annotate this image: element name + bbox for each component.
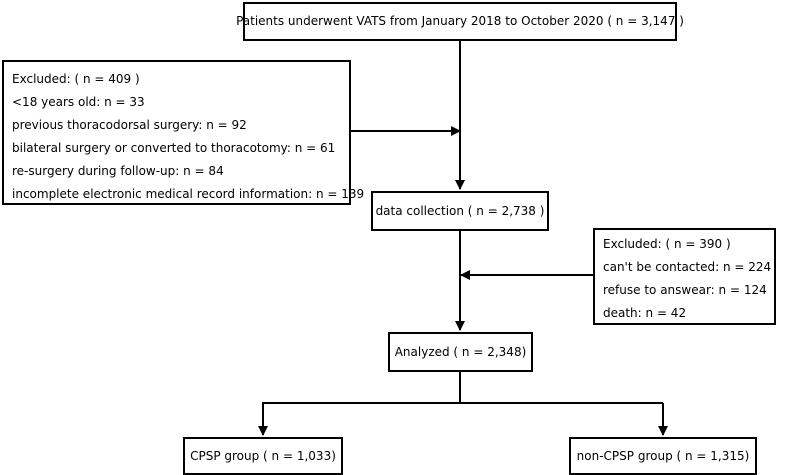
excluded-box-1-item: bilateral surgery or converted to thorac… (12, 141, 336, 155)
excluded-box-1-item: re-surgery during follow-up: n = 84 (12, 164, 224, 178)
cpsp-group-box: CPSP group ( n = 1,033) (183, 437, 343, 475)
excluded-box-1-item: incomplete electronic medical record inf… (12, 187, 365, 201)
start-box: Patients underwent VATS from January 201… (236, 2, 684, 41)
analyzed-box: Analyzed ( n = 2,348) (388, 332, 533, 372)
excluded-box-2-item: can't be contacted: n = 224 (603, 260, 772, 274)
excluded-box-2: Excluded: ( n = 390 ) can't be contacted… (593, 228, 776, 325)
non-cpsp-group-box-label: non-CPSP group ( n = 1,315) (576, 448, 750, 463)
start-box-label: Patients underwent VATS from January 201… (236, 14, 684, 29)
data-collection-box: data collection ( n = 2,738 ) (371, 191, 549, 231)
non-cpsp-group-box: non-CPSP group ( n = 1,315) (569, 437, 757, 475)
excluded-box-2-item: death: n = 42 (603, 306, 687, 320)
analyzed-box-label: Analyzed ( n = 2,348) (394, 344, 527, 359)
data-collection-box-label: data collection ( n = 2,738 ) (375, 203, 545, 218)
excluded-box-1-item: previous thoracodorsal surgery: n = 92 (12, 118, 247, 132)
excluded-box-1-item: <18 years old: n = 33 (12, 95, 145, 109)
excluded-box-1: Excluded: ( n = 409 ) <18 years old: n =… (2, 60, 364, 205)
excluded-box-2-item: refuse to answear: n = 124 (603, 283, 767, 297)
excluded-box-2-title: Excluded: ( n = 390 ) (603, 237, 731, 251)
cpsp-group-box-label: CPSP group ( n = 1,033) (190, 448, 336, 463)
excluded-box-1-title: Excluded: ( n = 409 ) (12, 72, 140, 86)
